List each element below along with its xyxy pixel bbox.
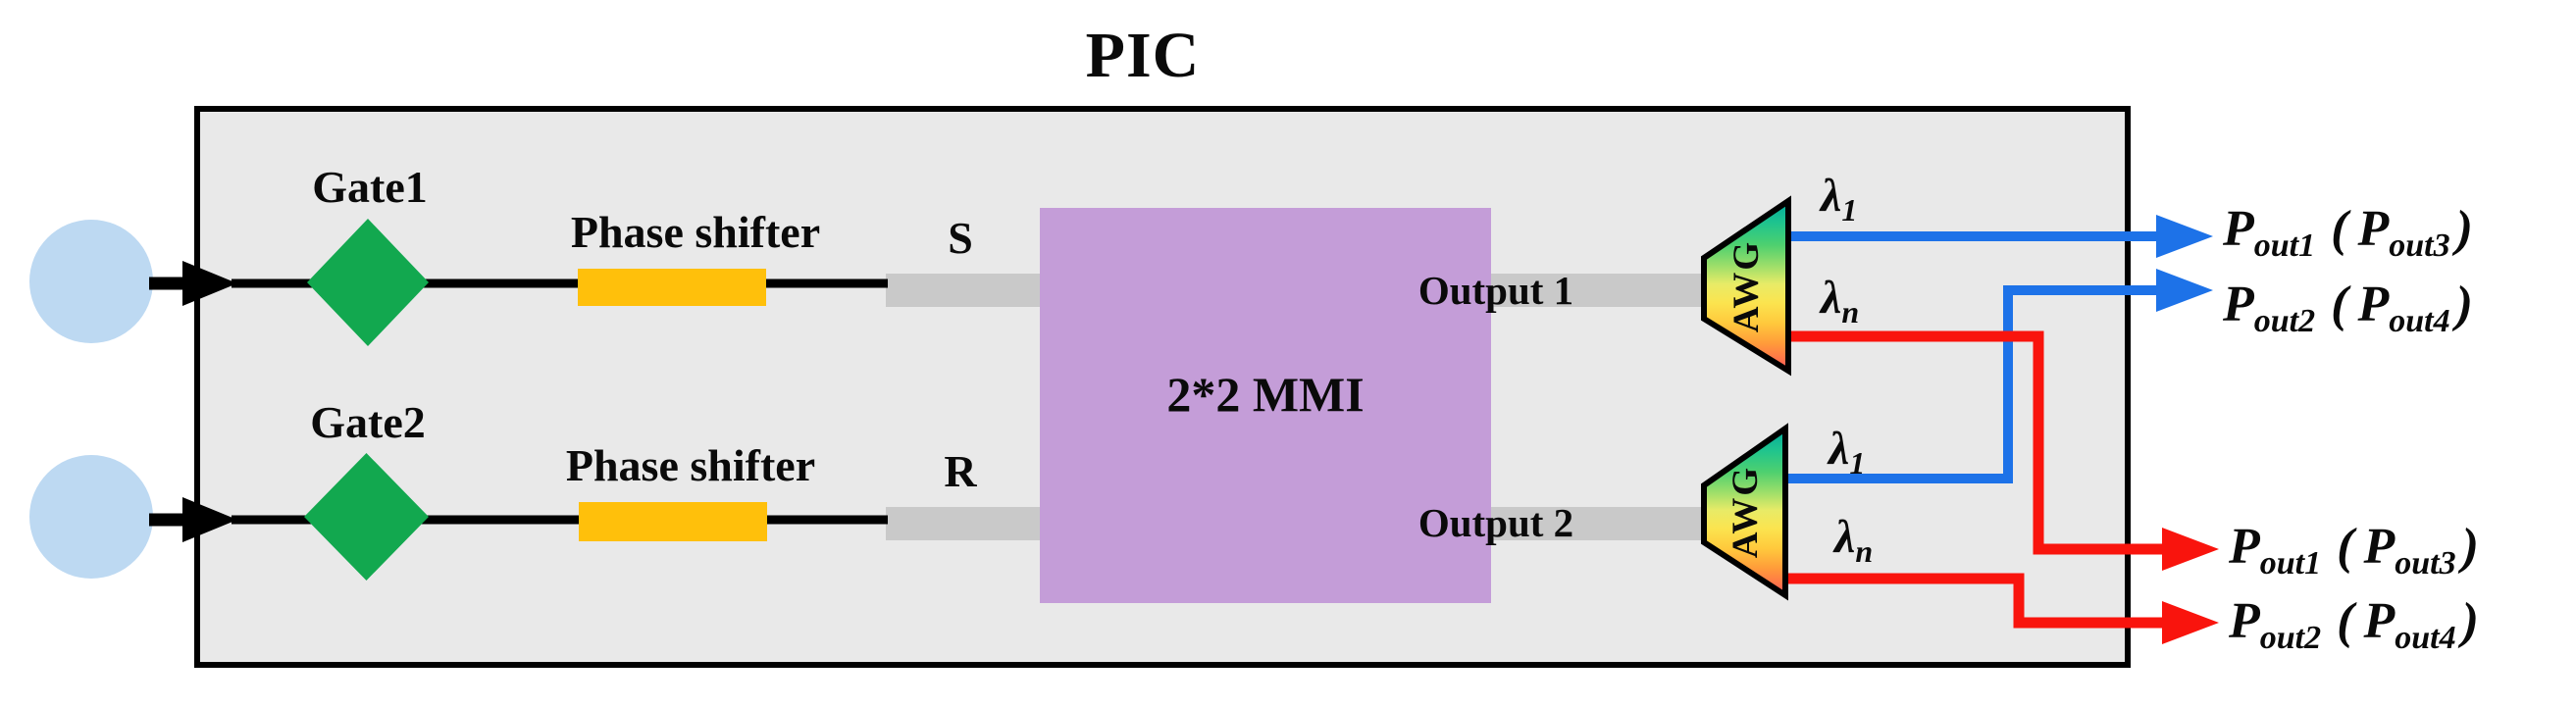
lambda1-line-awg2 [1783,285,2160,483]
gate2-label: Gate2 [310,397,426,447]
lambda1-arrow-awg2 [2156,269,2213,312]
pout-label-3: Pout1(Pout3) [2229,519,2479,582]
output2-label: Output 2 [1417,500,1574,545]
input-source-1-circle [29,220,153,343]
pout-label-1: Pout1(Pout3) [2223,201,2473,264]
awg-2-label: AWG [1725,465,1766,559]
output1-label: Output 1 [1417,268,1574,313]
awg2-lambdan-label: λn [1834,511,1874,569]
pout-label-2: Pout2(Pout4) [2223,277,2473,339]
waveguide-output2 [1489,507,1706,540]
waveguide-s [886,274,1043,307]
input-arrow-1-head [182,261,237,306]
phase-shifter-1-label: Phase shifter [570,207,821,257]
waveguide-r [886,507,1043,540]
lambdan-arrow-awg1 [2162,528,2219,571]
lambdan-arrow-awg2 [2162,601,2219,644]
port-s-label: S [948,213,973,263]
awg-1-label: AWG [1726,239,1767,333]
phase-shifter-2-rect [579,502,767,541]
pic-title: PIC [1085,20,1201,91]
phase-shifter-2-label: Phase shifter [565,440,816,490]
lambdan-line-awg2 [1783,573,2166,629]
input-source-2-circle [29,455,153,579]
awg-1-shape [1701,195,1791,377]
waveguide-output1 [1489,274,1706,307]
port-r-label: R [944,446,977,496]
awg-2-shape [1701,423,1788,601]
phase-shifter-1-rect [578,269,766,306]
awg2-lambda1-label: λ1 [1829,423,1866,480]
mmi-label: 2*2 MMI [1166,367,1365,422]
gate1-label: Gate1 [312,162,428,212]
awg1-lambdan-label: λn [1821,272,1860,329]
awg1-lambda1-label: λ1 [1821,170,1858,228]
lambda1-arrow-awg1 [2156,215,2213,258]
pout-label-4: Pout2(Pout4) [2229,593,2479,656]
mmi-coupler-block [1040,208,1491,603]
input-arrow-2-head [182,497,237,542]
lambdan-line-awg1 [1786,330,2166,555]
